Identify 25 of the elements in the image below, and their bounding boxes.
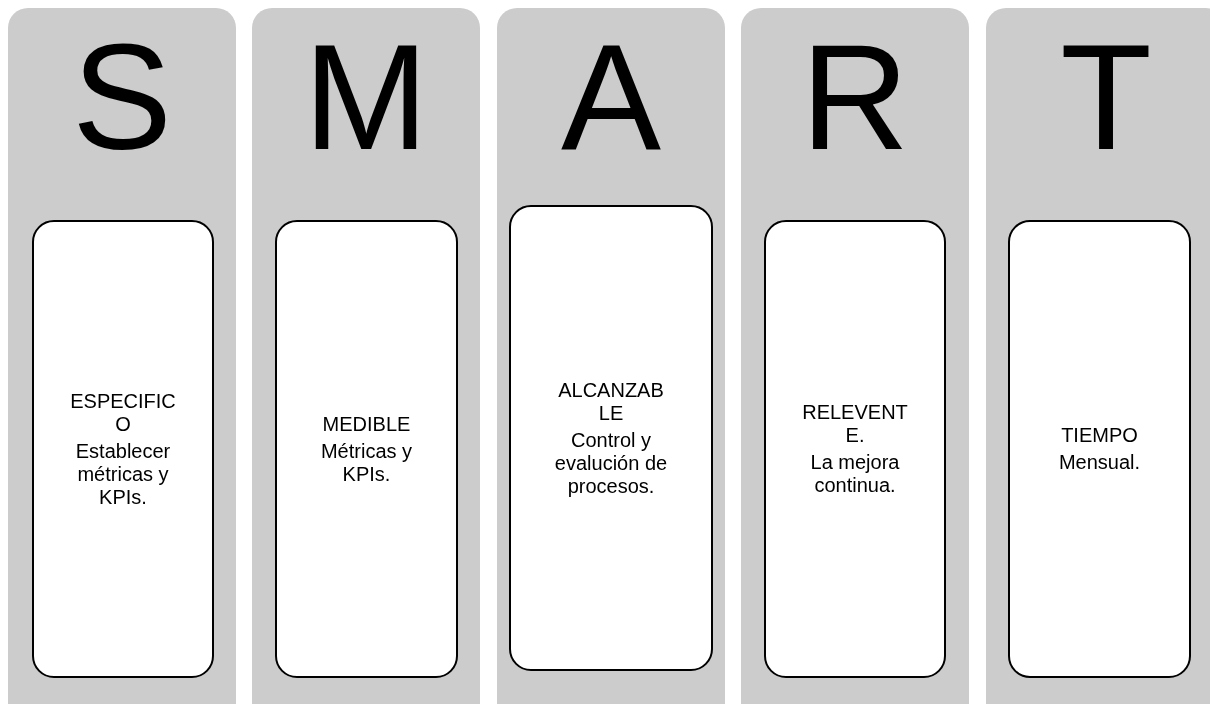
column-panel (986, 8, 1210, 704)
big-letter: M (302, 22, 430, 172)
column-panel (497, 8, 725, 704)
column-panel (8, 8, 236, 704)
card-heading: RELEVENTE. (801, 401, 909, 447)
card-heading: ALCANZABLE (557, 378, 665, 425)
big-letter: T (1059, 22, 1153, 172)
card-heading: MEDIBLE (321, 412, 412, 436)
card-heading: ESPECIFICO (69, 389, 177, 436)
card-text: Establecer métricas y KPIs. (74, 439, 172, 509)
text-card (509, 205, 713, 671)
column-panel (741, 8, 969, 704)
text-card (32, 220, 214, 678)
card-text: La mejora continua. (809, 451, 901, 497)
big-letter: R (799, 22, 911, 172)
card-text: Control y evalución de procesos. (553, 428, 669, 498)
card-heading: TIEMPO (1060, 424, 1139, 447)
column-panel (252, 8, 480, 704)
text-card (764, 220, 946, 678)
card-text: Mensual. (1057, 451, 1142, 474)
card-text: Métricas y KPIs. (319, 439, 414, 486)
big-letter: A (559, 22, 663, 172)
text-card (1008, 220, 1191, 678)
big-letter: S (70, 22, 174, 172)
text-card (275, 220, 458, 678)
